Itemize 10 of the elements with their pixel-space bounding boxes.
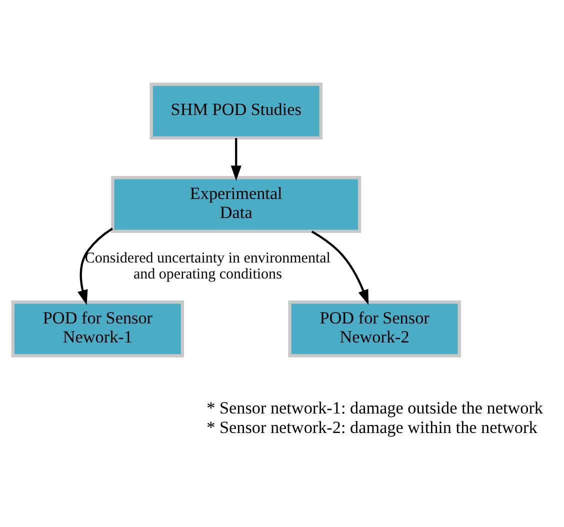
arrow [230,138,242,181]
node-box: SHM POD Studies [150,82,322,140]
label: * Sensor network-2: damage within the network [206,418,538,437]
arrow [311,230,369,305]
edge-label: Considered uncertainty in environmental and operating conditions [84,250,330,283]
arrow [78,228,114,305]
node-box: Experimental Data [111,176,362,233]
label: * Sensor network-1: damage outside the network [206,398,543,418]
node-box: POD for Sensor Nework-1 [11,300,184,358]
node-box: POD for Sensor Nework-2 [288,300,461,358]
